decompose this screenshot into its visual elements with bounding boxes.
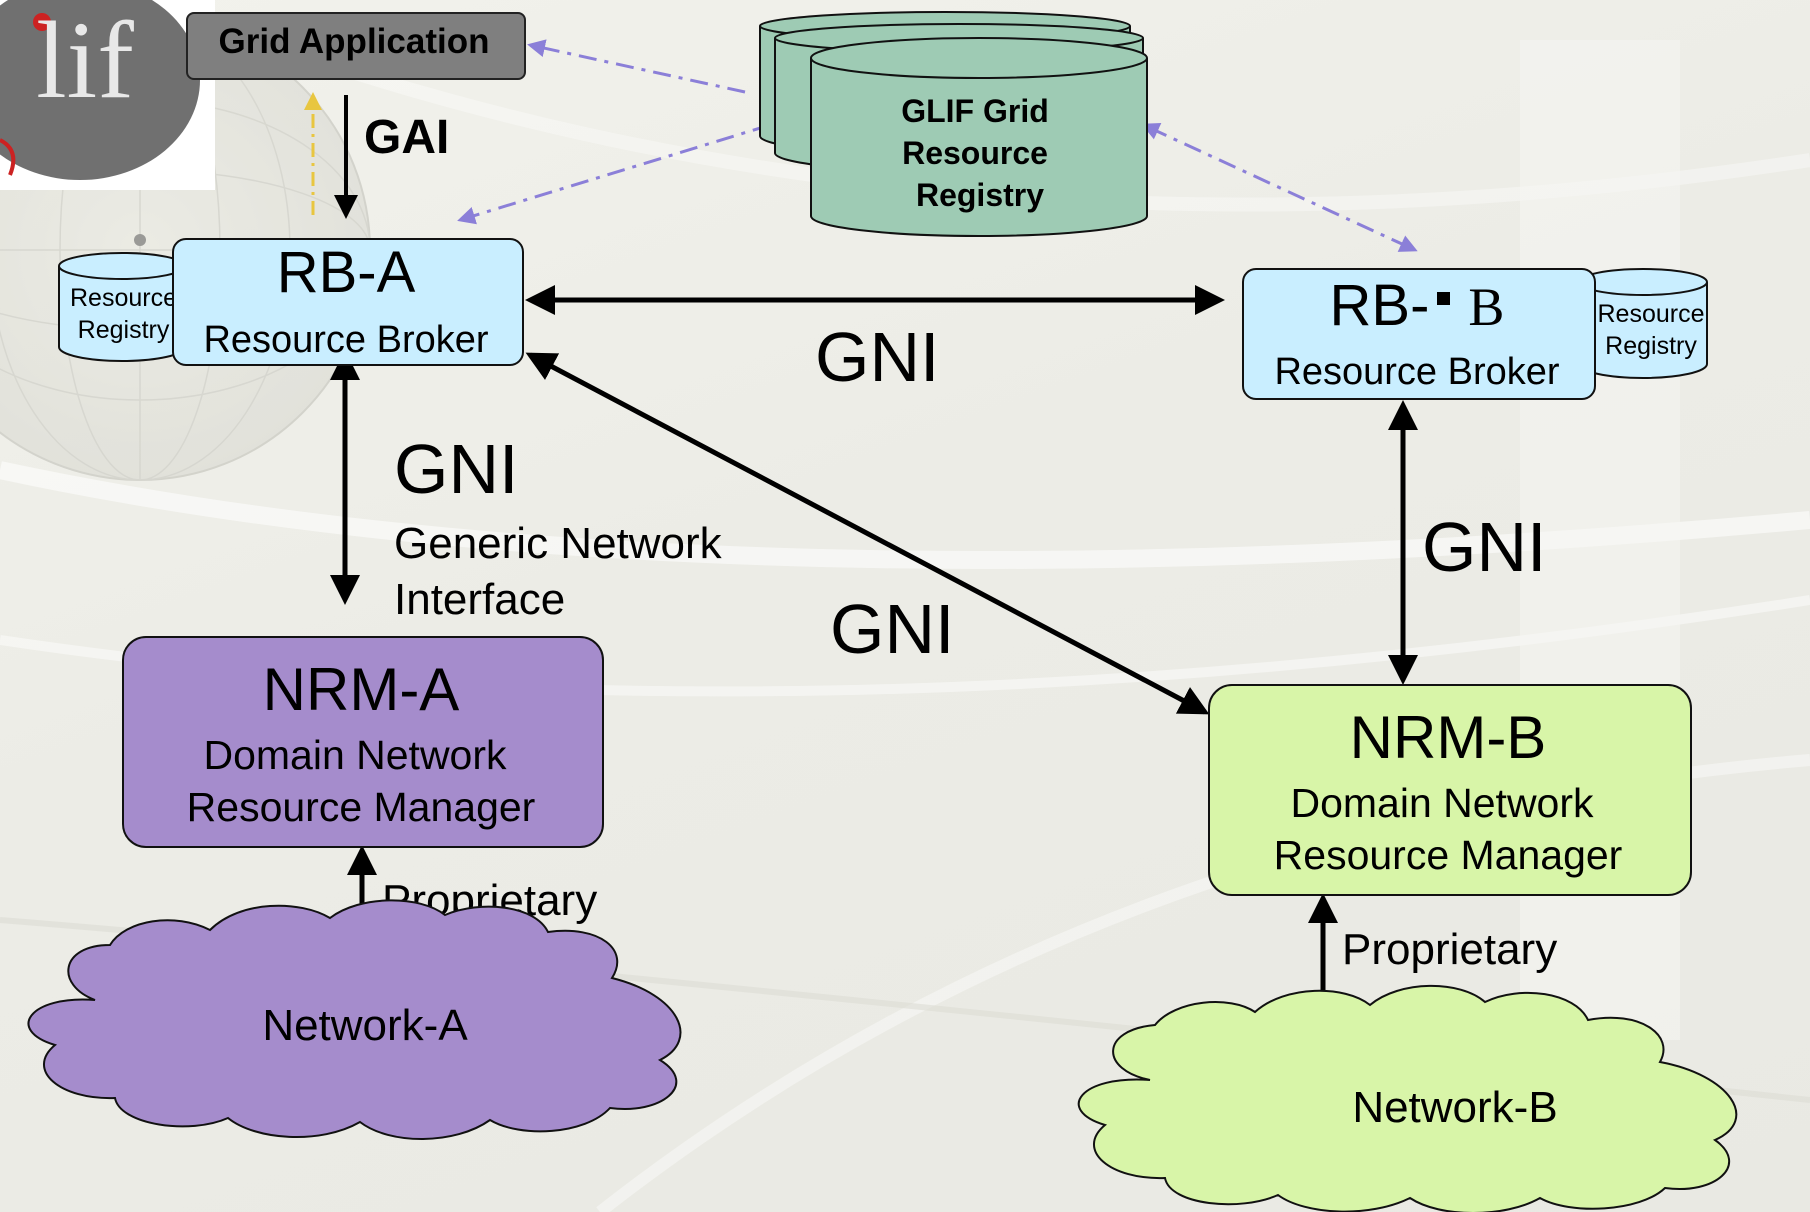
nrm-a-box[interactable]	[122, 636, 604, 848]
network-b-cloud[interactable]	[1077, 984, 1738, 1212]
nrm-b-box[interactable]	[1208, 684, 1692, 896]
nrm-a-line2: Resource Manager	[186, 784, 536, 830]
glif-registry-line1: GLIF Grid	[901, 93, 1049, 129]
nrm-a-line1: Domain Network	[203, 732, 507, 778]
gni-left-label: GNI	[394, 430, 519, 508]
nrm-b-line2: Resource Manager	[1273, 832, 1623, 878]
gni-right-label: GNI	[1422, 508, 1547, 586]
glif-grid-resource-registry[interactable]	[755, 8, 1150, 238]
rb-a-box[interactable]	[172, 238, 524, 366]
nrm-b-title: NRM-B	[1349, 704, 1547, 771]
rb-a-title: RB-A	[276, 240, 416, 305]
gni-left-line2: Interface	[394, 575, 566, 624]
rb-b-title-suffix: B	[1468, 277, 1505, 337]
rb-a-registry-line2: Registry	[77, 316, 170, 344]
rb-b-subtitle: Resource Broker	[1274, 351, 1560, 393]
glif-registry-line3: Registry	[915, 177, 1045, 213]
glif-logo	[0, 0, 215, 190]
rb-b-title: RB- B	[1242, 273, 1592, 339]
grid-application-box[interactable]	[186, 12, 526, 80]
gni-left-line1: Generic Network	[394, 519, 722, 568]
nrm-a-title: NRM-A	[262, 656, 460, 723]
rb-b-box[interactable]	[1242, 268, 1596, 400]
network-a-cloud[interactable]	[27, 899, 682, 1140]
dashed-arrow-registry-to-rb-a	[457, 123, 771, 225]
proprietary-b-label: Proprietary	[1342, 925, 1558, 974]
rb-b-registry-line2: Registry	[1605, 332, 1697, 360]
network-b-label: Network-B	[1352, 1083, 1558, 1132]
bullet-glyph-icon	[1437, 292, 1451, 306]
glif-registry-line2: Resource	[902, 135, 1048, 171]
gni-arrow-rb-a-nrm-b	[525, 352, 1210, 715]
logo-text: lif	[36, 0, 134, 121]
dashed-arrow-rb-b-to-registry	[1149, 126, 1418, 252]
gai-label: GAI	[364, 111, 450, 164]
network-a-label: Network-A	[262, 1001, 468, 1050]
rb-b-registry-line1: Resource	[1597, 300, 1705, 328]
rb-a-subtitle: Resource Broker	[203, 319, 489, 361]
rb-a-registry-line1: Resource	[70, 284, 177, 312]
nrm-b-line1: Domain Network	[1290, 780, 1594, 826]
rb-b-title-prefix: RB-	[1329, 273, 1430, 338]
grid-application-label: Grid Application	[218, 22, 490, 61]
gni-horizontal-label: GNI	[815, 318, 940, 396]
gni-diagonal-label: GNI	[830, 590, 955, 668]
